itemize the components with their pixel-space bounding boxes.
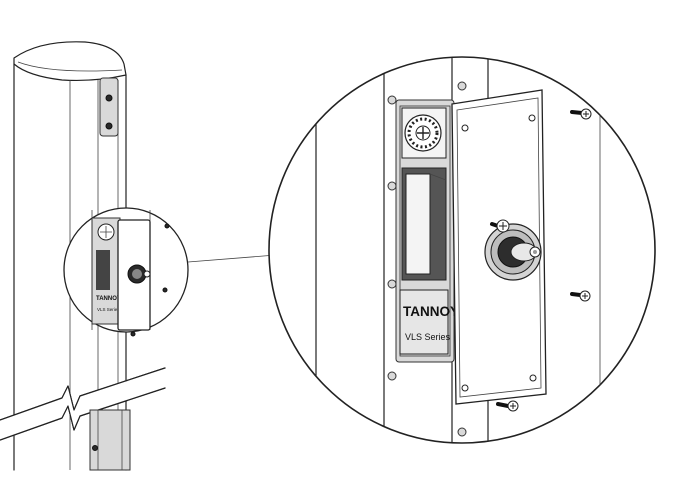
cover-plate (451, 89, 547, 405)
screw-icon (130, 331, 136, 337)
series-label: VLS Series (405, 332, 451, 342)
terminal-slot (401, 167, 447, 281)
break-line-icon (0, 367, 166, 441)
screw-icon (490, 219, 510, 233)
screw-icon (162, 287, 168, 293)
series-label-small: VLS Series (97, 307, 120, 312)
connector-recess: TANNOY VLS Series (395, 99, 459, 363)
screw-icon (164, 223, 170, 229)
large-detail-circle: TANNOY VLS Series (268, 56, 656, 444)
brand-label: TANNOY (403, 304, 459, 319)
column-top-cap (13, 41, 127, 82)
screw-icon (570, 108, 592, 120)
screw-icon (570, 290, 591, 302)
brand-label-small: TANNOY (96, 296, 121, 302)
small-detail-circle: TANNOY VLS Series (63, 207, 189, 337)
top-bracket (99, 77, 119, 137)
rotary-dial-icon (401, 107, 447, 159)
magnify-leader-line (187, 254, 277, 263)
connector-gland-icon (484, 223, 542, 281)
bottom-bracket (89, 409, 131, 471)
screw-icon (496, 400, 519, 412)
